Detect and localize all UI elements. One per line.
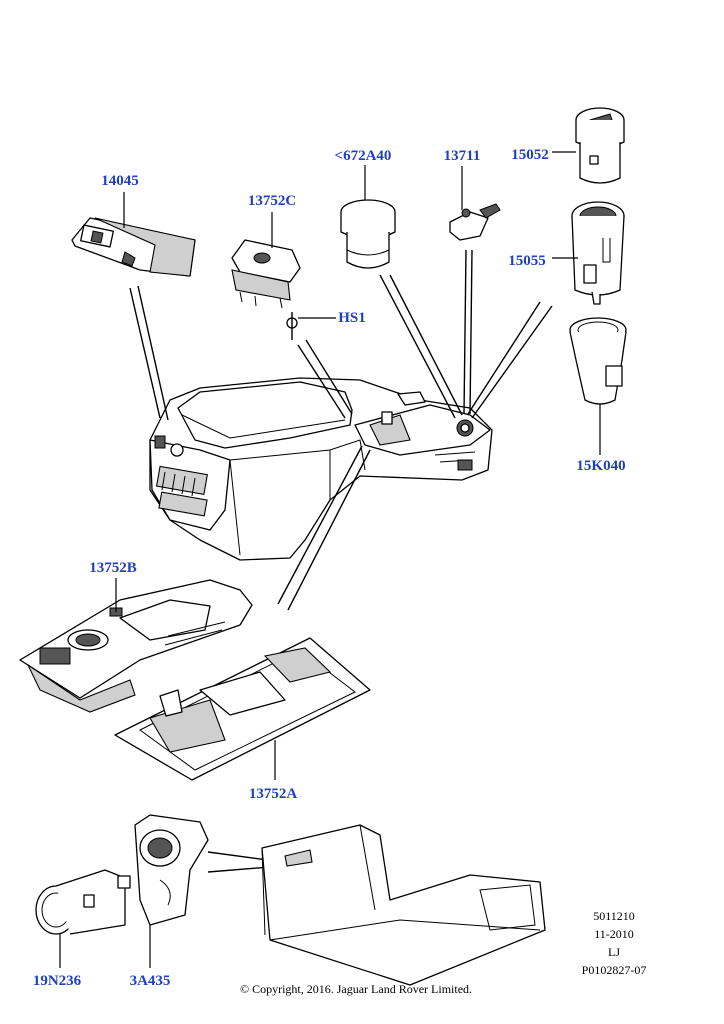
- part-13752C-switch: [231, 212, 301, 309]
- callout-15K040: 15K040: [576, 458, 625, 474]
- drawing-date: 11-2010: [594, 927, 634, 941]
- drawing-initials: LJ: [608, 945, 620, 959]
- part-15K040-housing: [569, 317, 627, 455]
- part-13752B-bezel: [19, 578, 253, 713]
- callout-19N236: 19N236: [33, 973, 82, 989]
- part-19N236-socket: [35, 869, 131, 968]
- part-15055-socket: [552, 201, 625, 305]
- callout-13752B: 13752B: [89, 560, 137, 576]
- callout-3A435: 3A435: [130, 973, 171, 989]
- part-13711-socket: [449, 166, 501, 241]
- callout-672A40: <672A40: [335, 148, 392, 164]
- part-13752A-bezel: [114, 637, 371, 781]
- callout-13711: 13711: [444, 148, 481, 164]
- part-15052-socket: [552, 107, 625, 184]
- drawing-code: 5011210: [593, 909, 635, 923]
- callout-15052: 15052: [511, 147, 549, 163]
- part-672A40-cap: [340, 165, 396, 269]
- callout-HS1: HS1: [338, 310, 366, 326]
- callout-14045: 14045: [101, 173, 139, 189]
- drawing-reference: P0102827-07: [582, 963, 647, 977]
- part-HS1-screw: [286, 312, 336, 340]
- part-14045-switch-pack: [71, 217, 196, 277]
- copyright-notice: © Copyright, 2016. Jaguar Land Rover Lim…: [240, 982, 472, 996]
- callout-15055: 15055: [508, 253, 546, 269]
- trunk-floor-illustration: [261, 824, 546, 986]
- callout-13752A: 13752A: [249, 786, 298, 802]
- center-console-illustration: [149, 377, 493, 561]
- callout-13752C: 13752C: [248, 193, 296, 209]
- part-3A435-socket: [134, 814, 209, 968]
